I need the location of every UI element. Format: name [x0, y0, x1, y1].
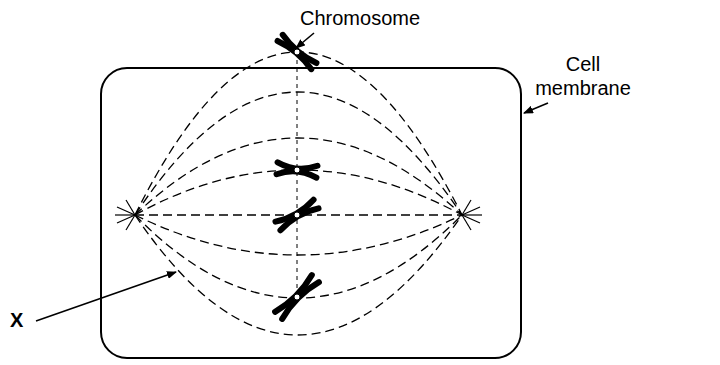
callout-letter: X	[10, 308, 23, 332]
cell-membrane	[101, 68, 521, 358]
part-label: Chromosome	[300, 6, 420, 30]
chromosome-shape	[275, 35, 319, 319]
leader-line	[36, 33, 548, 321]
spindle-fibres	[135, 52, 462, 335]
part-label: Cell membrane	[528, 52, 638, 100]
aster	[115, 200, 482, 230]
